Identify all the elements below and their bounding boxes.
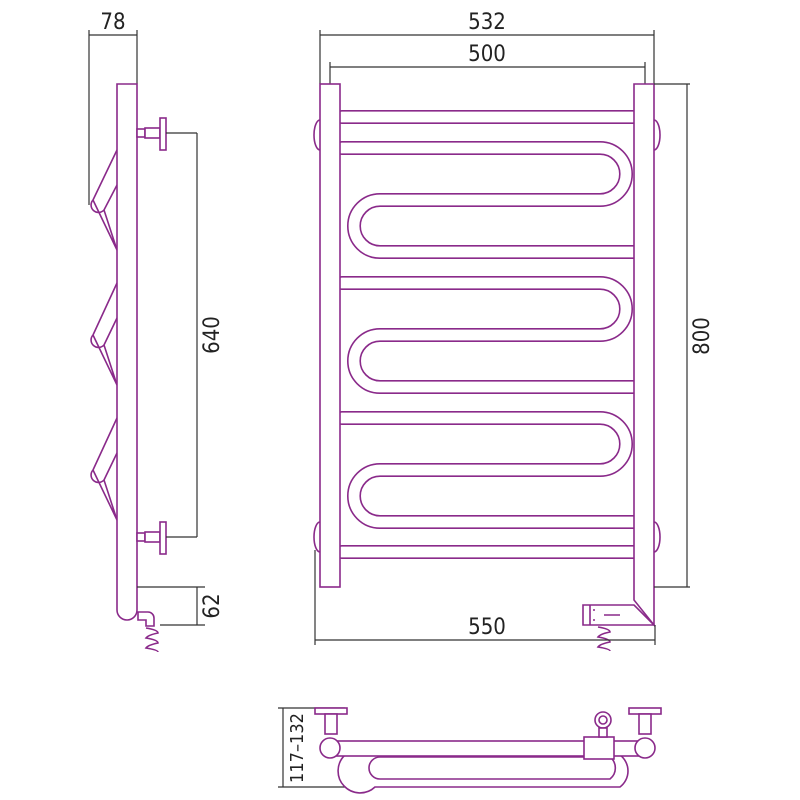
- valve-top: [136, 117, 197, 151]
- dim-640: 640: [200, 316, 225, 354]
- heater-elbow: [137, 611, 155, 627]
- dim-62: 62: [200, 593, 225, 618]
- dim-532: 532: [468, 10, 506, 35]
- dim-117-132: 117–132: [287, 713, 308, 783]
- side-post: [116, 83, 138, 621]
- front-view: 532 500 800 550: [313, 10, 715, 652]
- heater-cable-spiral-icon: [596, 626, 611, 652]
- right-post: [633, 83, 655, 628]
- dim-550: 550: [468, 615, 506, 640]
- dim-500: 500: [468, 42, 506, 67]
- side-view: 78 640 62: [88, 10, 225, 653]
- heater-cable-spiral-icon: [144, 627, 159, 653]
- serpentine-tubes: [335, 110, 641, 559]
- valve-bottom: [136, 521, 197, 555]
- dim-78: 78: [100, 10, 125, 35]
- left-post: [319, 83, 341, 588]
- top-view: 117–132: [278, 707, 662, 794]
- dim-800: 800: [690, 317, 715, 355]
